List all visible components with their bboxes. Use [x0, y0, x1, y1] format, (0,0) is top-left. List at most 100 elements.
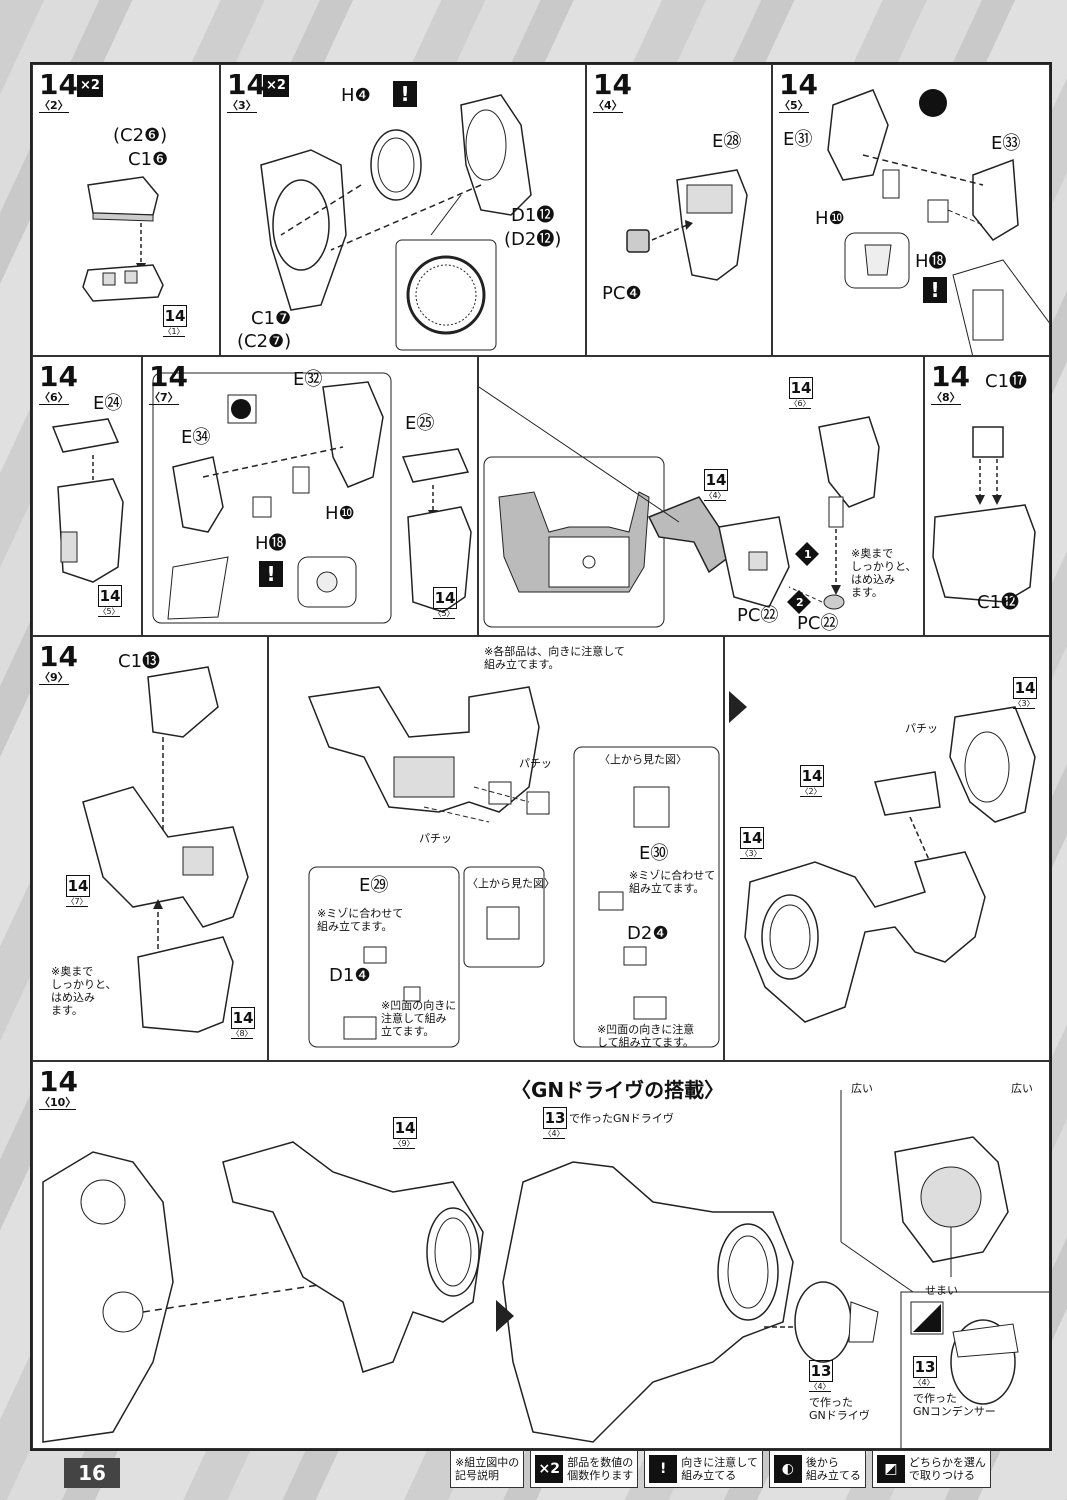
legend-item: ◐後から 組み立てる	[768, 1450, 866, 1488]
width-label: せまい	[925, 1284, 958, 1297]
part-label: E㉚	[639, 843, 669, 864]
part-label: C1⓬	[977, 592, 1020, 613]
caution-icon: !	[649, 1455, 678, 1483]
instruction-sheet: 14 〈2〉 ×2 (C2❻) C1❻ 14 〈1〉 14 〈3〉 ×2 H❹ …	[30, 62, 1052, 1451]
part-label: (C2❼)	[237, 331, 292, 352]
step-reference: 14 〈5〉	[98, 585, 122, 617]
part-label: D1⓬	[511, 205, 555, 226]
ref-sub: 〈5〉	[98, 607, 120, 617]
substep-label: 〈8〉	[931, 391, 961, 405]
substep-label: 〈5〉	[779, 99, 809, 113]
panel-step-14-9-result: 14 〈3〉 14 〈2〉 14 〈3〉 パチッ	[724, 636, 1050, 1061]
note-text: ※ミゾに合わせて 組み立てます。	[629, 869, 716, 895]
panel-step-14-3: 14 〈3〉 ×2 H❹ ! D1⓬ (D2⓬) C1❼ (C2❼)	[220, 64, 586, 356]
ref-sub: 〈4〉	[704, 491, 726, 501]
part-label: E㉞	[181, 427, 211, 448]
ref-caption: で作ったGNドライヴ	[569, 1112, 674, 1125]
ref-sub: 〈4〉	[913, 1378, 935, 1388]
part-label: H❿	[815, 208, 845, 229]
part-label: (D2⓬)	[504, 229, 562, 250]
ref-sub: 〈4〉	[543, 1129, 565, 1139]
legend-header: ※組立図中の 記号説明	[450, 1450, 525, 1488]
part-label: H❿	[325, 503, 355, 524]
part-diagram	[260, 94, 532, 351]
ref-number: 14	[98, 585, 122, 607]
choice-icon: ◩	[876, 1455, 905, 1483]
part-diagram	[51, 418, 124, 583]
snap-sound: パチッ	[905, 722, 938, 735]
part-diagram	[152, 372, 472, 624]
part-diagram	[307, 686, 720, 1048]
part-label: H❹	[341, 85, 371, 106]
part-label: E㉛	[783, 129, 813, 150]
ref-sub: 〈5〉	[433, 609, 455, 619]
substep-label: 〈3〉	[227, 99, 257, 113]
part-label: (C2❻)	[113, 125, 168, 146]
part-label: E㉔	[93, 393, 123, 414]
step-reference: 13 〈4〉	[543, 1107, 567, 1139]
part-label: E㉜	[293, 369, 323, 390]
legend-item: !向きに注意して 組み立てる	[644, 1450, 763, 1488]
part-diagram	[42, 1090, 1049, 1448]
part-label: PC❹	[602, 283, 642, 304]
step-number: 14	[227, 68, 266, 101]
ref-number: 14	[704, 469, 728, 491]
substep-label: 〈4〉	[593, 99, 623, 113]
legend-text: 向きに注意して 組み立てる	[681, 1456, 758, 1482]
part-diagram	[827, 89, 1049, 355]
part-label: H⓲	[255, 533, 287, 554]
ref-number: 14	[66, 875, 90, 897]
ref-number: 14	[1013, 677, 1037, 699]
part-diagram	[82, 176, 164, 302]
note-text: ※奥まで しっかりと、 はめ込み ます。	[851, 547, 917, 599]
ref-sub: 〈1〉	[163, 327, 185, 337]
part-label: C1⓱	[985, 371, 1028, 392]
step-reference: 14 〈2〉	[800, 765, 824, 797]
panel-step-14-6: 14 〈6〉 E㉔ 14 〈5〉	[32, 356, 142, 636]
legend-item: ◩どちらかを選ん で取りつける	[871, 1450, 991, 1488]
step-reference: 14 〈7〉	[66, 875, 90, 907]
legend-text: どちらかを選ん で取りつける	[908, 1456, 986, 1482]
later-assembly-icon: ◐	[773, 1455, 802, 1483]
part-diagram	[932, 426, 1036, 603]
substep-label: 〈7〉	[149, 391, 179, 405]
ref-number: 14	[163, 305, 187, 327]
part-diagram	[626, 169, 748, 281]
note-text: ※凹面の向きに注意 して組み立てます。	[597, 1023, 695, 1049]
substep-label: 〈9〉	[39, 671, 69, 685]
panel-step-14-7: 14 〈7〉 E㉜ E㉞ H❿ H⓲ ! E㉕ 14 〈5〉	[142, 356, 478, 636]
width-label: 広い	[1011, 1082, 1033, 1095]
ref-caption: で作った GNドライヴ	[809, 1396, 870, 1422]
ref-sub: 〈3〉	[1013, 699, 1035, 709]
view-caption: 〈上から見た図〉	[467, 877, 555, 890]
part-diagram	[479, 386, 880, 628]
ref-sub: 〈6〉	[789, 399, 811, 409]
next-arrow	[496, 1300, 514, 1332]
substep-label: 〈10〉	[39, 1096, 77, 1110]
step-number: 14	[149, 360, 188, 393]
step-number: 14	[39, 1065, 78, 1098]
note-text: ※ミゾに合わせて 組み立てます。	[317, 907, 404, 933]
quantity-icon: ×2	[535, 1455, 564, 1483]
snap-sound: パチッ	[519, 757, 552, 770]
legend-text: 部品を数値の 個数作ります	[567, 1456, 634, 1482]
part-label: E㉕	[405, 413, 435, 434]
part-label: E㉝	[991, 133, 1021, 154]
ref-number: 13	[543, 1107, 567, 1129]
part-label: E㉙	[359, 875, 389, 896]
page-number: 16	[64, 1458, 120, 1488]
ref-sub: 〈8〉	[231, 1029, 253, 1039]
step-number: 14	[39, 360, 78, 393]
step-reference: 14 〈6〉	[789, 377, 813, 409]
note-text: ※凹面の向きに 注意して組み 立てます。	[381, 999, 457, 1038]
note-text: ※各部品は、向きに注意して 組み立てます。	[484, 645, 625, 671]
substep-label: 〈2〉	[39, 99, 69, 113]
step-reference: 14 〈4〉	[704, 469, 728, 501]
legend-header-text: ※組立図中の 記号説明	[455, 1456, 520, 1482]
panel-step-14-9: 14 〈9〉 C1⓭ 14 〈7〉 14 〈8〉 ※奥まで しっかりと、 はめ込…	[32, 636, 268, 1061]
part-label: E㉘	[712, 131, 742, 152]
ref-number: 14	[800, 765, 824, 787]
quantity-badge: ×2	[77, 75, 103, 97]
step-reference: 14 〈8〉	[231, 1007, 255, 1039]
panel-step-14-4: 14 〈4〉 E㉘ PC❹	[586, 64, 772, 356]
